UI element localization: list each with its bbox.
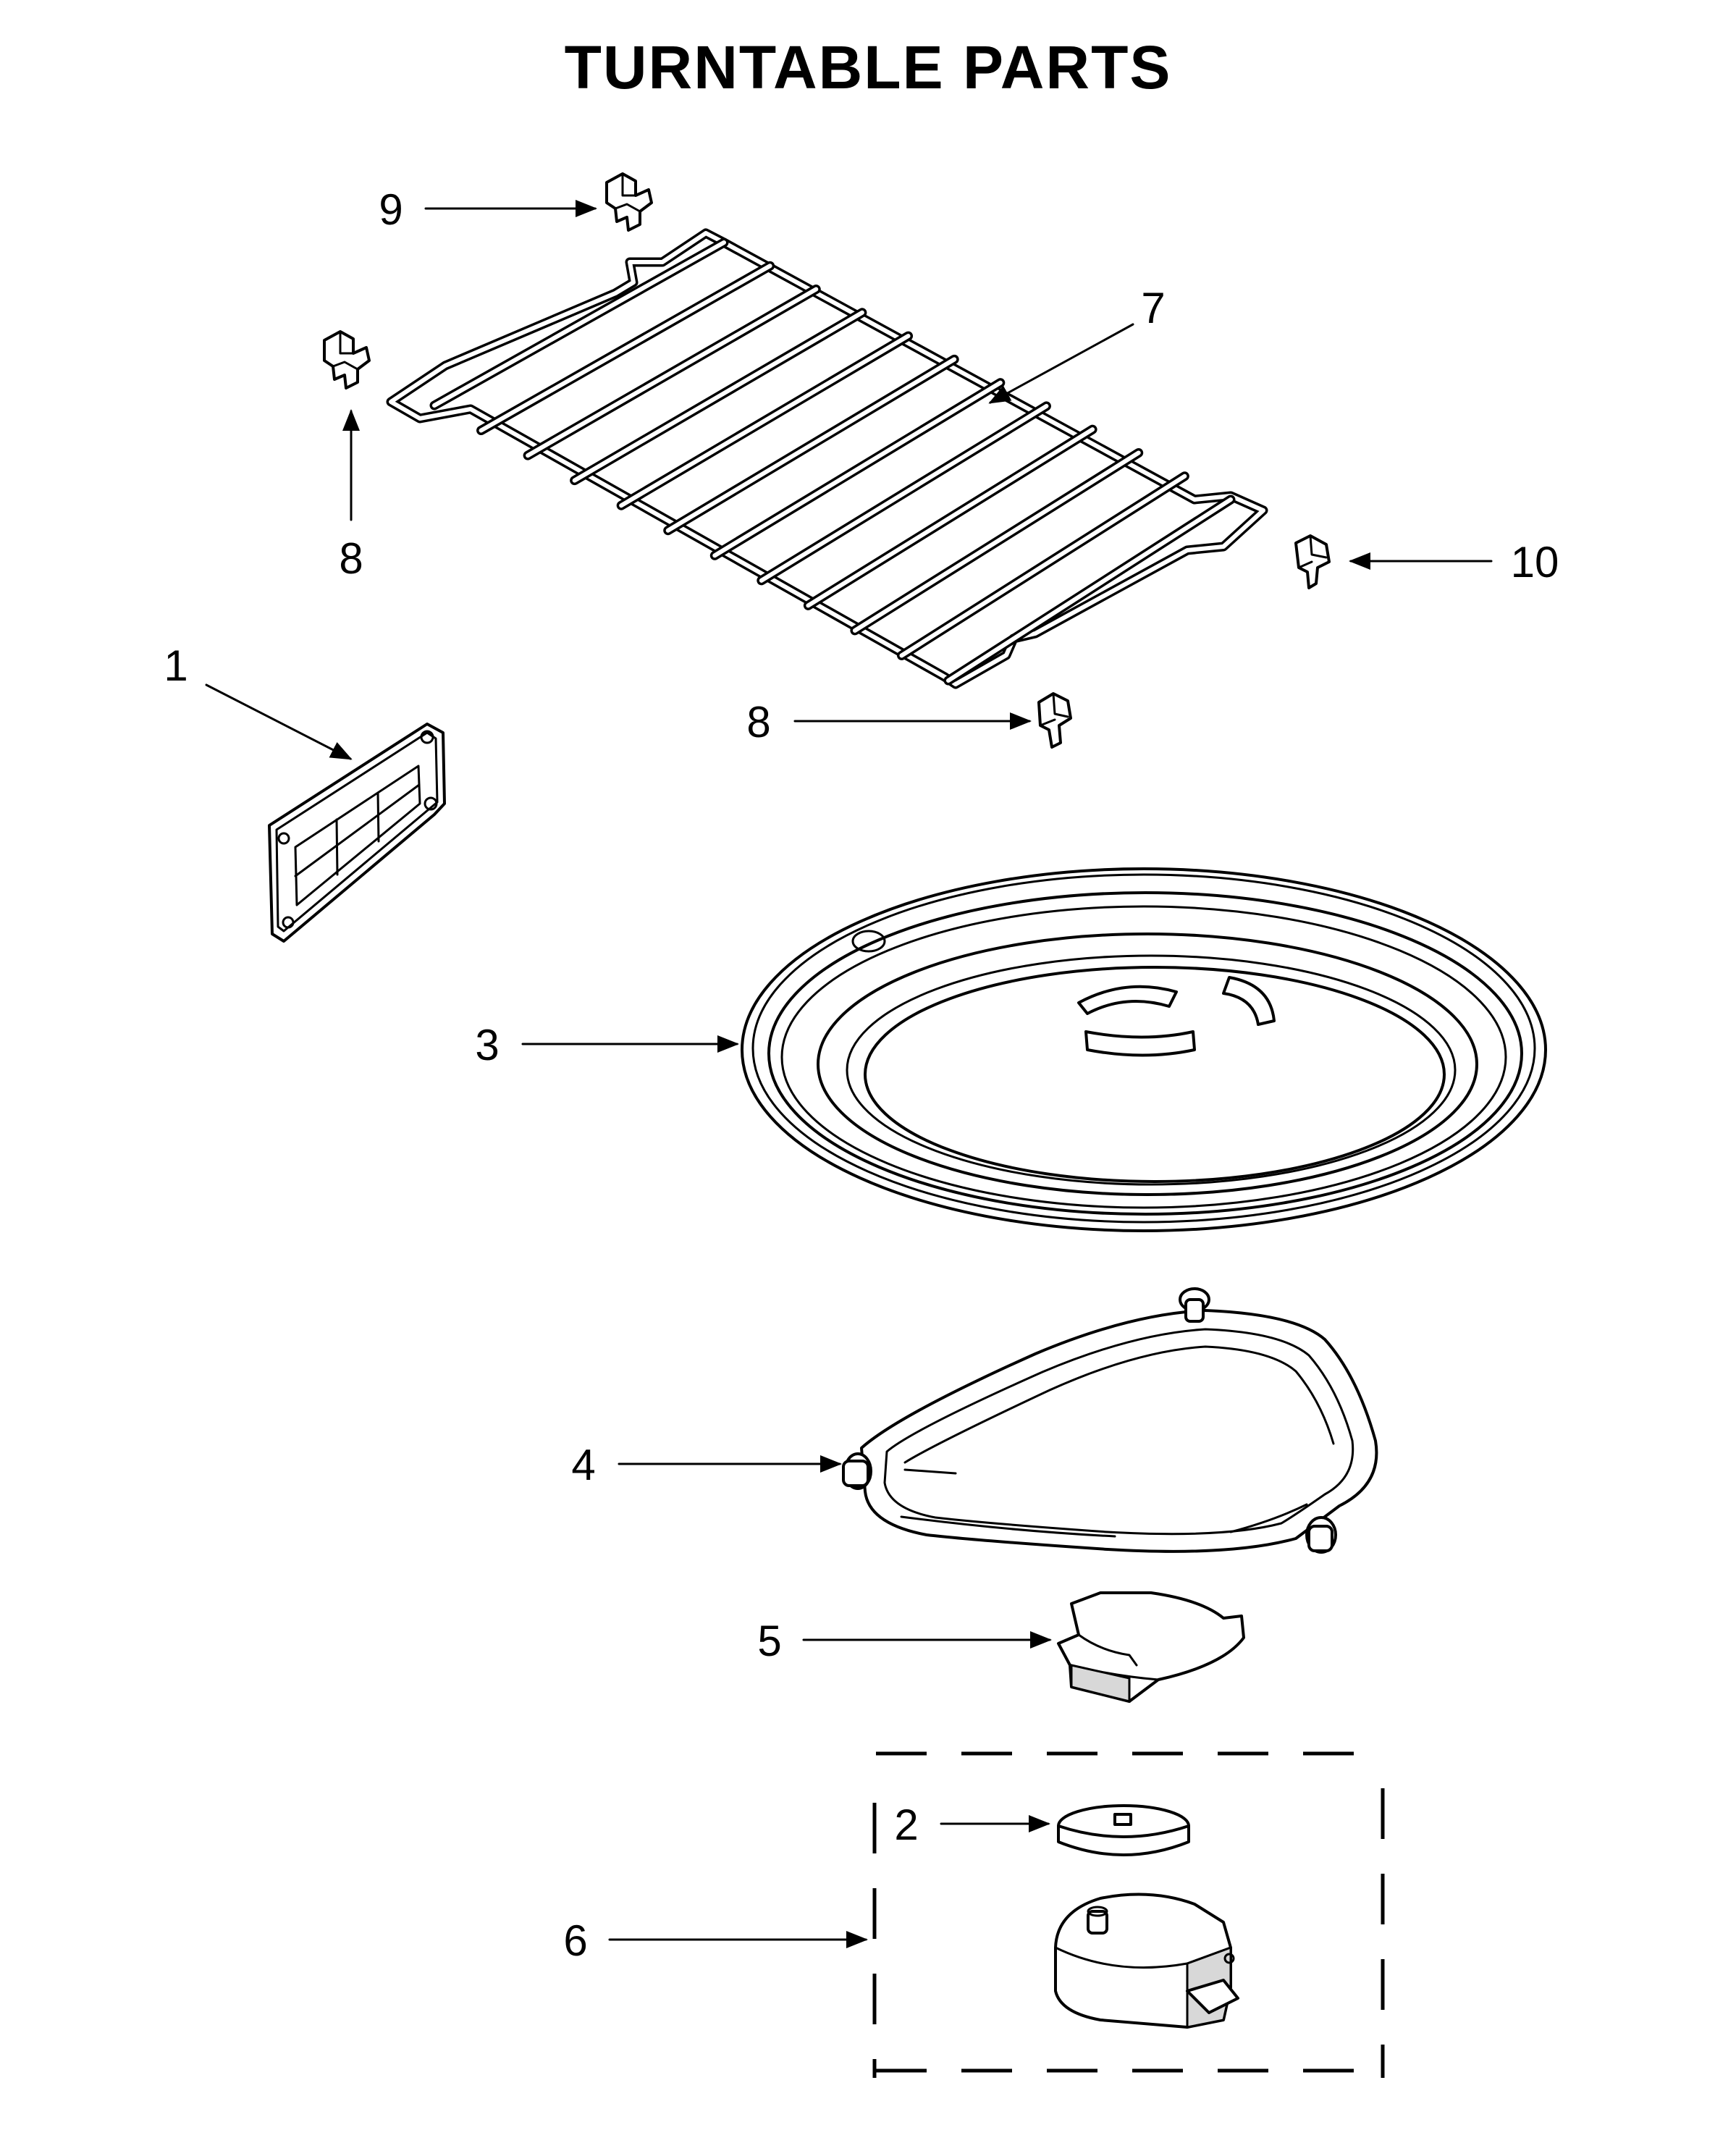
callout-7: 7	[1141, 284, 1165, 332]
rack-clip-part-8-left	[323, 330, 371, 390]
turntable-tray-part	[741, 867, 1547, 1232]
callout-4: 4	[571, 1441, 595, 1489]
rack-clip-part-9	[605, 172, 653, 232]
rack-clip-part-10	[1294, 534, 1331, 589]
drive-disc-part	[1057, 1804, 1190, 1856]
rack-bar	[712, 380, 1003, 558]
rack-bar	[759, 403, 1049, 583]
turntable-motor-part	[1054, 1893, 1239, 2029]
callout-5: 5	[757, 1617, 781, 1665]
callout-8-bottom: 8	[746, 698, 770, 746]
filter-cover-part	[268, 723, 446, 943]
rack-clip-part-8-bottom	[1037, 692, 1072, 749]
rack-bar	[806, 427, 1095, 608]
turntable-coupler-part	[1057, 1591, 1245, 1703]
rack-bar	[899, 473, 1187, 658]
motor-assembly-box	[872, 1751, 1385, 2078]
rack-bar	[432, 240, 726, 408]
diagram-title: TURNTABLE PARTS	[565, 33, 1172, 101]
rack-bar	[665, 357, 957, 533]
callout-9: 9	[379, 185, 403, 234]
callout-1: 1	[164, 641, 187, 690]
rack-bar	[572, 310, 864, 483]
callout-labels: 9 7 8 10 1 8 3 4 5 2 6	[164, 185, 1559, 1965]
callout-2: 2	[894, 1801, 918, 1849]
wire-rack-part	[386, 228, 1268, 689]
callout-3: 3	[475, 1021, 499, 1069]
roller-ring-part	[842, 1287, 1378, 1554]
callout-10: 10	[1511, 538, 1559, 586]
callout-6: 6	[563, 1916, 587, 1965]
rack-bar	[946, 497, 1233, 683]
rack-bar	[526, 287, 819, 458]
leader-lines	[205, 200, 1493, 1948]
callout-8-left: 8	[339, 534, 363, 583]
rack-bar	[852, 450, 1141, 633]
rack-bar	[619, 334, 911, 508]
rack-bar	[479, 264, 772, 433]
